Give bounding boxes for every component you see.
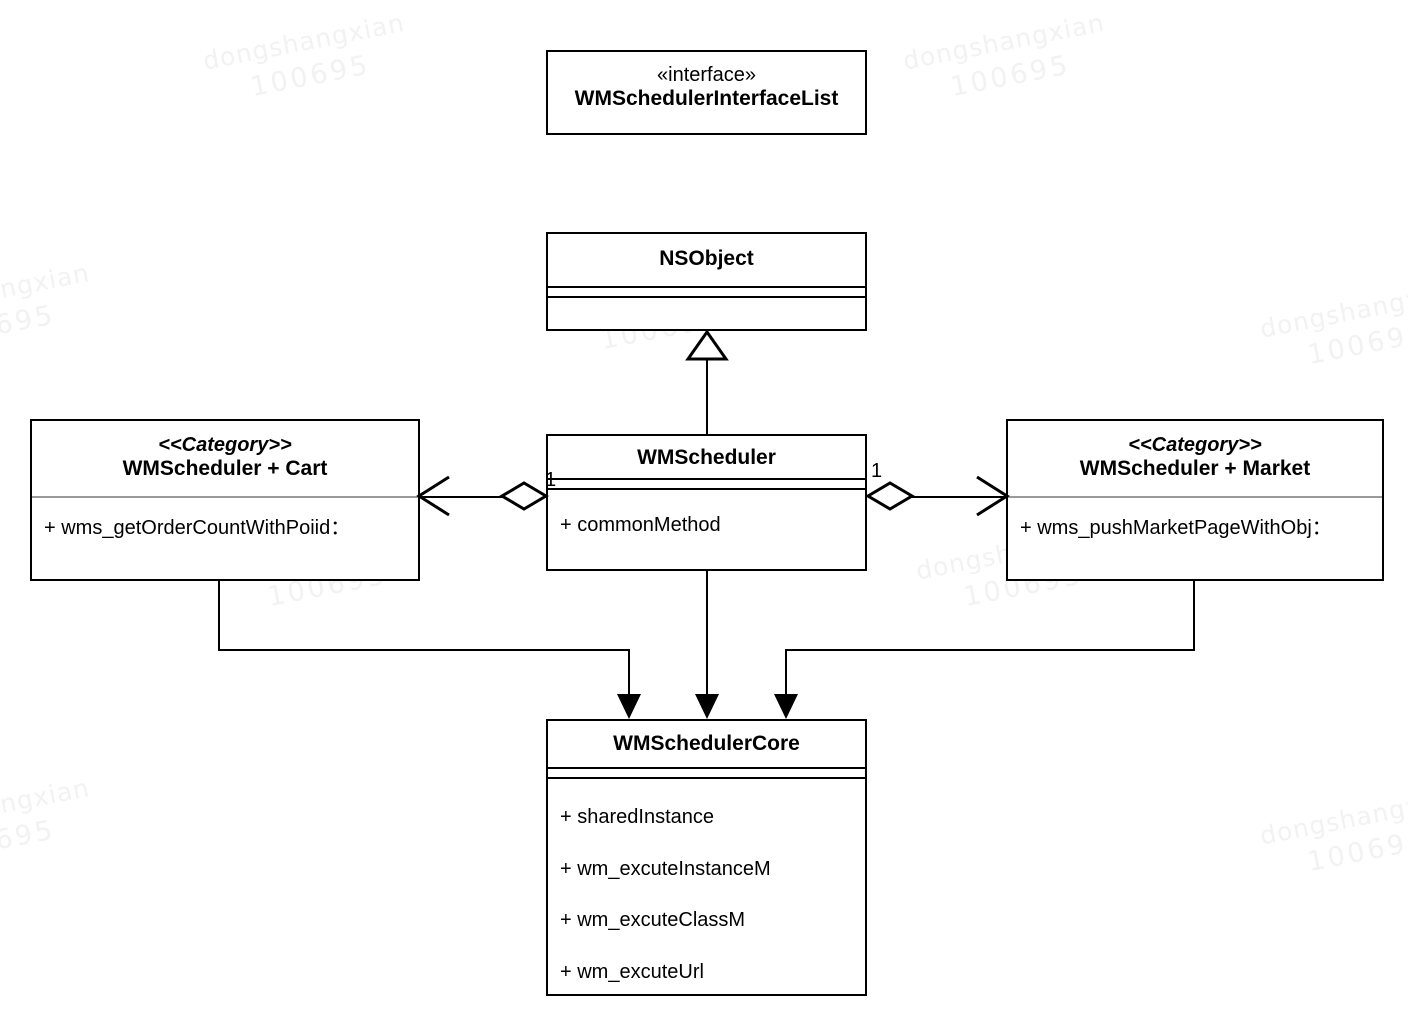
dependency-line-cart-core-seg1	[218, 581, 220, 651]
watermark-number: 100695	[0, 814, 58, 868]
class-box-interface-list[interactable]: «interface» WMSchedulerInterfaceList	[546, 50, 867, 135]
class-box-scheduler[interactable]: WMScheduler + commonMethod	[546, 434, 867, 571]
class-box-scheduler-core[interactable]: WMSchedulerCore + sharedInstance + wm_ex…	[546, 719, 867, 996]
watermark-number: 100695	[248, 49, 373, 103]
multiplicity-left: 1	[545, 469, 557, 491]
compartment-separator	[548, 488, 865, 490]
compartment-separator	[548, 296, 865, 298]
dependency-line-market-core-seg1	[1193, 581, 1195, 651]
watermark-text: dongshangxian	[0, 258, 93, 326]
class-member: + wms_pushMarketPageWithObj：	[1020, 517, 1332, 539]
aggregation-line-scheduler-cart	[420, 496, 545, 498]
watermark-text: dongshangxian	[200, 8, 408, 76]
class-name-scheduler: WMScheduler	[637, 446, 776, 469]
class-member: + wms_getOrderCountWithPoiid：	[44, 517, 351, 539]
compartment-separator	[548, 286, 865, 288]
class-member: + wm_excuteClassM	[560, 909, 746, 931]
watermark-number: 100695	[1305, 824, 1408, 878]
compartment-separator	[32, 496, 418, 498]
multiplicity-right: 1	[871, 460, 883, 482]
dependency-line-cart-core-seg2	[218, 649, 630, 651]
aggregation-line-scheduler-market	[876, 496, 1006, 498]
watermark-text: dongshangxian	[1257, 276, 1408, 344]
class-member: + wm_excuteInstanceM	[560, 858, 771, 880]
generalization-line-scheduler-nsobject	[706, 352, 708, 437]
class-stereotype-scheduler-market: <<Category>>	[1128, 434, 1262, 456]
class-stereotype-scheduler-cart: <<Category>>	[158, 434, 292, 456]
dependency-line-cart-core-seg3	[628, 649, 630, 711]
class-member: + sharedInstance	[560, 806, 714, 828]
watermark-text: dongshangxian	[0, 773, 93, 841]
class-member: + wm_excuteUrl	[560, 961, 704, 983]
class-name-scheduler-cart: WMScheduler + Cart	[122, 457, 328, 480]
watermark-text: dongshangxian	[1257, 783, 1408, 851]
class-member: + commonMethod	[560, 514, 721, 536]
dependency-line-scheduler-core	[706, 571, 708, 711]
class-stereotype-interface-list: «interface»	[657, 64, 756, 86]
compartment-separator	[1008, 496, 1382, 498]
class-name-scheduler-market: WMScheduler + Market	[1079, 457, 1311, 480]
class-box-scheduler-market[interactable]: <<Category>> WMScheduler + Market + wms_…	[1006, 419, 1384, 581]
watermark-number: 100695	[948, 49, 1073, 103]
watermark-text: dongshangxian	[900, 8, 1108, 76]
watermark-number: 100695	[1305, 317, 1408, 371]
class-name-scheduler-core: WMSchedulerCore	[613, 732, 800, 755]
compartment-separator	[548, 767, 865, 769]
class-name-nsobject: NSObject	[659, 247, 754, 270]
dependency-line-market-core-seg2	[785, 649, 1195, 651]
class-name-interface-list: WMSchedulerInterfaceList	[574, 87, 839, 110]
class-box-scheduler-cart[interactable]: <<Category>> WMScheduler + Cart + wms_ge…	[30, 419, 420, 581]
compartment-separator	[548, 478, 865, 480]
compartment-separator	[548, 777, 865, 779]
watermark-number: 100695	[0, 299, 58, 353]
class-box-nsobject[interactable]: NSObject	[546, 232, 867, 331]
dependency-line-market-core-seg3	[785, 649, 787, 711]
